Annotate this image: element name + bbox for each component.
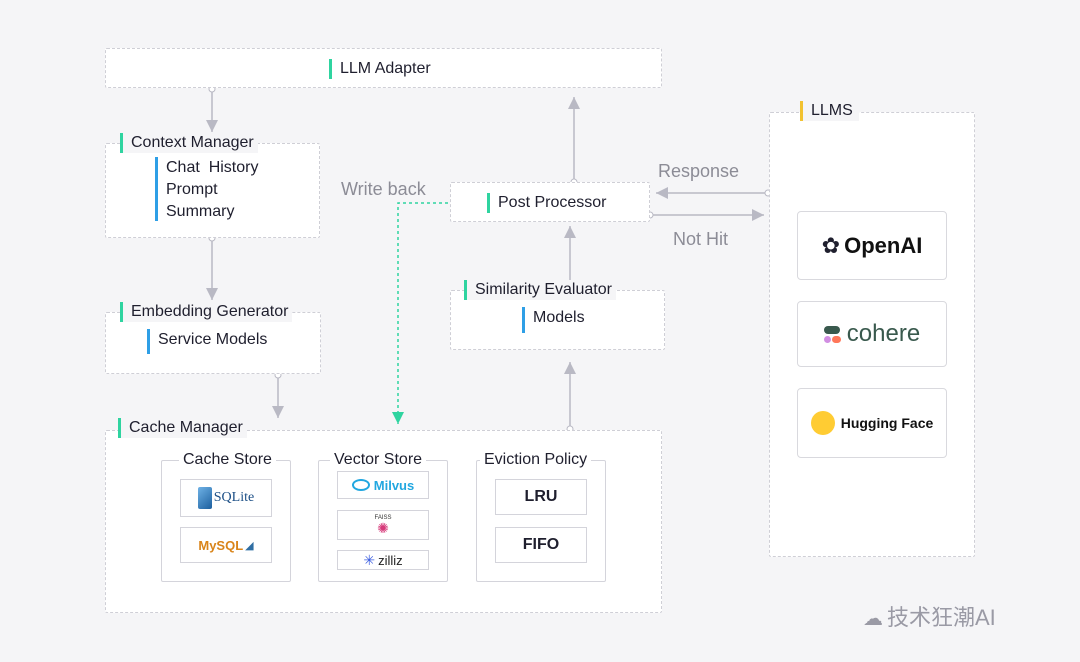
cohere-label: cohere xyxy=(846,320,921,347)
faiss-label: FAISS xyxy=(374,515,392,521)
post-processor-box: Post Processor xyxy=(450,182,650,222)
sqlite-label: SQLite xyxy=(213,490,255,505)
edge-embedding-to-cache xyxy=(272,371,284,418)
context-items-bar xyxy=(155,157,158,221)
context-item-chat-history: Chat History xyxy=(166,159,259,176)
edge-response xyxy=(656,187,772,199)
zilliz-icon: ✳ xyxy=(363,551,376,568)
write-back-label: Write back xyxy=(341,179,426,199)
edge-context-to-embedding xyxy=(206,234,218,300)
cohere-icon xyxy=(823,325,841,343)
llms-title: LLMS xyxy=(800,101,859,121)
milvus-label: Milvus xyxy=(373,477,415,493)
similarity-item-models: Models xyxy=(533,309,585,326)
sqlite-icon xyxy=(197,487,212,509)
sqlite-tile: SQLite xyxy=(180,479,272,517)
similarity-item-bar xyxy=(522,307,525,333)
embedding-item-bar xyxy=(147,329,150,354)
edge-post-to-adapter xyxy=(568,97,580,186)
fifo-tile: FIFO xyxy=(495,527,587,563)
llm-adapter-title: LLM Adapter xyxy=(329,59,431,79)
eviction-policy-title: Eviction Policy xyxy=(480,451,592,469)
edge-cache-to-similarity xyxy=(564,362,576,433)
context-item-prompt: Prompt xyxy=(166,181,218,198)
post-processor-title: Post Processor xyxy=(487,193,606,213)
context-item-summary: Summary xyxy=(166,203,235,220)
response-label: Response xyxy=(658,161,740,181)
watermark-text: 技术狂潮AI xyxy=(887,605,996,630)
context-manager-title: Context Manager xyxy=(120,133,258,153)
edge-not-hit xyxy=(646,209,764,221)
faiss-tile: FAISS ✺ xyxy=(337,510,429,540)
milvus-icon xyxy=(351,479,370,491)
mysql-tile: MySQL ◢ xyxy=(180,527,272,563)
edge-write-back xyxy=(392,202,448,424)
not-hit-label: Not Hit xyxy=(673,229,729,249)
hugging-face-icon xyxy=(810,411,835,435)
faiss-graph-icon: ✺ xyxy=(377,520,389,536)
hugging-face-label: Hugging Face xyxy=(840,415,934,431)
milvus-tile: Milvus xyxy=(337,471,429,499)
hugging-face-tile: Hugging Face xyxy=(797,388,947,458)
watermark: ☁技术狂潮AI xyxy=(863,600,996,632)
edge-adapter-to-context xyxy=(206,85,218,132)
wechat-icon: ☁ xyxy=(863,608,883,630)
dolphin-icon: ◢ xyxy=(245,539,254,552)
mysql-label: MySQL xyxy=(198,537,244,553)
openai-tile: ✿ OpenAI xyxy=(797,211,947,280)
similarity-evaluator-title: Similarity Evaluator xyxy=(464,280,616,300)
vector-store-title: Vector Store xyxy=(330,451,427,469)
embedding-generator-box xyxy=(105,312,321,374)
cache-store-title: Cache Store xyxy=(179,451,276,469)
embedding-generator-title: Embedding Generator xyxy=(120,302,293,322)
embedding-item-service-models: Service Models xyxy=(158,331,268,348)
lru-tile: LRU xyxy=(495,479,587,515)
cohere-tile: cohere xyxy=(797,301,947,367)
openai-icon: ✿ xyxy=(821,232,841,258)
openai-label: OpenAI xyxy=(844,232,923,258)
cache-manager-title: Cache Manager xyxy=(118,418,247,438)
llm-adapter-box: LLM Adapter xyxy=(105,48,662,88)
similarity-evaluator-box xyxy=(450,290,665,350)
zilliz-label: zilliz xyxy=(378,552,403,568)
zilliz-tile: ✳ zilliz xyxy=(337,550,429,570)
